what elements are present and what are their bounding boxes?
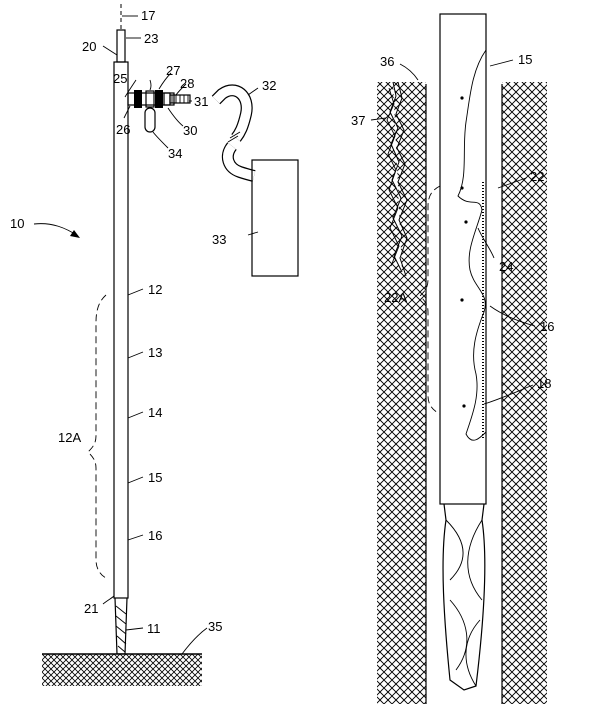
label-22: 22 — [530, 169, 544, 184]
label-15: 15 — [148, 470, 162, 485]
port-18 — [462, 404, 466, 408]
label-16-right: 16 — [540, 319, 554, 334]
label-14: 14 — [148, 405, 162, 420]
label-17: 17 — [141, 8, 155, 23]
label-20: 20 — [82, 39, 96, 54]
bracket-12a — [87, 294, 107, 579]
leader-lines-left — [102, 15, 259, 655]
label-30: 30 — [183, 123, 197, 138]
label-18: 18 — [537, 376, 551, 391]
label-33: 33 — [212, 232, 226, 247]
bracket-22a — [419, 185, 441, 415]
label-28: 28 — [180, 76, 194, 91]
label-10: 10 — [10, 216, 24, 231]
label-12a: 12A — [58, 430, 81, 445]
label-12: 12 — [148, 282, 162, 297]
label-35: 35 — [208, 619, 222, 634]
label-11: 11 — [147, 621, 161, 636]
top-cap-23 — [116, 29, 126, 63]
label-13: 13 — [148, 345, 162, 360]
label-31: 31 — [194, 94, 208, 109]
right-view: 36 15 37 22 24 22A 16 18 — [351, 13, 554, 704]
label-26: 26 — [116, 122, 130, 137]
tank-33 — [251, 159, 299, 277]
left-view: 17 20 23 25 27 28 32 31 26 30 34 10 33 1… — [10, 4, 299, 686]
label-25: 25 — [113, 71, 127, 86]
rod-tube — [439, 13, 487, 505]
label-22a: 22A — [384, 290, 407, 305]
drill-bit-11 — [114, 597, 128, 655]
label-21: 21 — [84, 601, 98, 616]
port-24 — [464, 220, 468, 224]
label-36: 36 — [380, 54, 394, 69]
port-15 — [460, 96, 464, 100]
label-32: 32 — [262, 78, 276, 93]
label-23: 23 — [144, 31, 158, 46]
port-22 — [460, 186, 464, 190]
label-24: 24 — [499, 259, 513, 274]
crack-37 — [386, 81, 408, 277]
label-27: 27 — [166, 63, 180, 78]
ground-surface-35 — [42, 654, 202, 686]
label-15-right: 15 — [518, 52, 532, 67]
leader-lines-right — [370, 59, 536, 405]
drill-bit-lower — [442, 503, 486, 691]
valve-assembly — [127, 79, 191, 133]
port-16 — [460, 298, 464, 302]
label-37: 37 — [351, 113, 365, 128]
rod-shaft — [113, 61, 129, 599]
label-34: 34 — [168, 146, 182, 161]
label-16: 16 — [148, 528, 162, 543]
fracture-line — [457, 49, 487, 441]
